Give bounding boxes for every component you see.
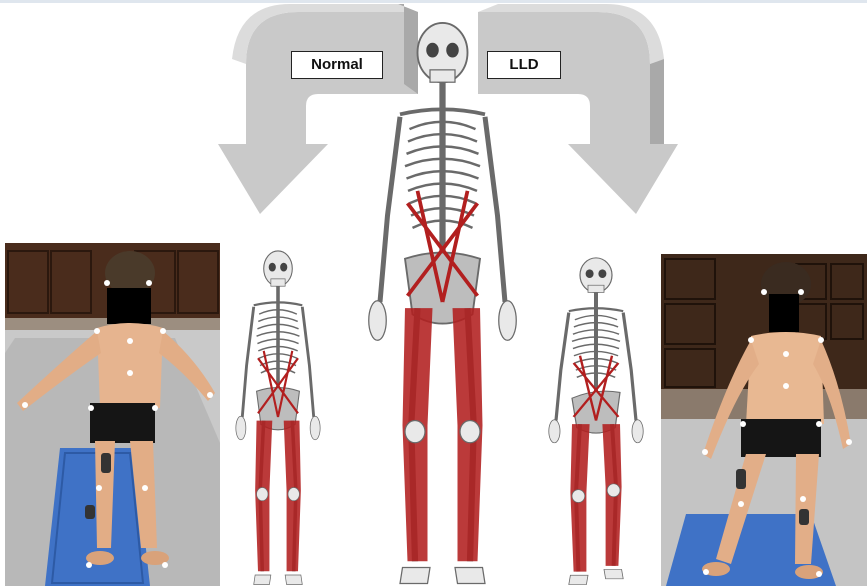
photo-normal-subject bbox=[5, 243, 220, 586]
skeleton-model-lld-icon bbox=[540, 255, 652, 586]
skeleton-model-normal-icon bbox=[228, 248, 328, 586]
top-border bbox=[0, 0, 867, 3]
photo-lld-subject bbox=[661, 254, 867, 586]
skeleton-model-reference-icon bbox=[355, 18, 530, 586]
